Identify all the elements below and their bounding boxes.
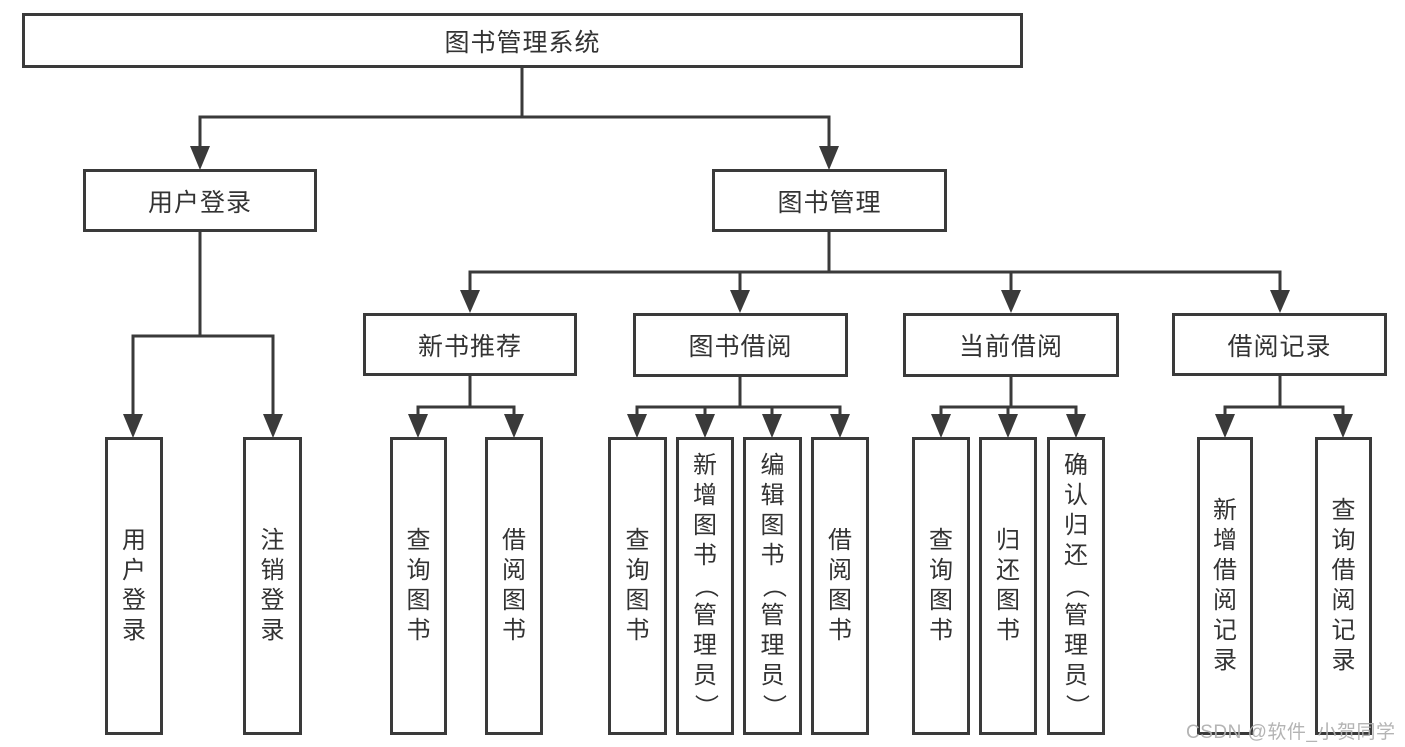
csdn-watermark: CSDN @软件_小贺同学 [1186,722,1396,743]
leaf-query-books-borrow: 查询图书 [608,437,667,735]
leaf-add-borrow-record: 新增借阅记录 [1197,437,1253,735]
leaf-borrow-books-recommend: 借阅图书 [485,437,543,735]
leaf-user-login: 用户登录 [105,437,163,735]
leaf-borrow-books: 借阅图书 [811,437,869,735]
node-new-book-recommend: 新书推荐 [363,313,577,376]
leaf-return-books: 归还图书 [979,437,1037,735]
leaf-query-books-recommend: 查询图书 [390,437,447,735]
leaf-logout: 注销登录 [243,437,302,735]
leaf-query-books-current: 查询图书 [912,437,970,735]
node-book-management: 图书管理 [712,169,947,232]
leaf-confirm-return-admin: 确认归还（管理员） [1047,437,1105,735]
leaf-query-borrow-record: 查询借阅记录 [1315,437,1372,735]
node-borrow-records: 借阅记录 [1172,313,1387,376]
leaf-edit-books-admin: 编辑图书（管理员） [743,437,802,735]
node-user-login: 用户登录 [83,169,317,232]
node-book-borrow: 图书借阅 [633,313,848,377]
node-root-system: 图书管理系统 [22,13,1023,68]
node-current-borrow: 当前借阅 [903,313,1119,377]
leaf-add-books-admin: 新增图书（管理员） [676,437,734,735]
